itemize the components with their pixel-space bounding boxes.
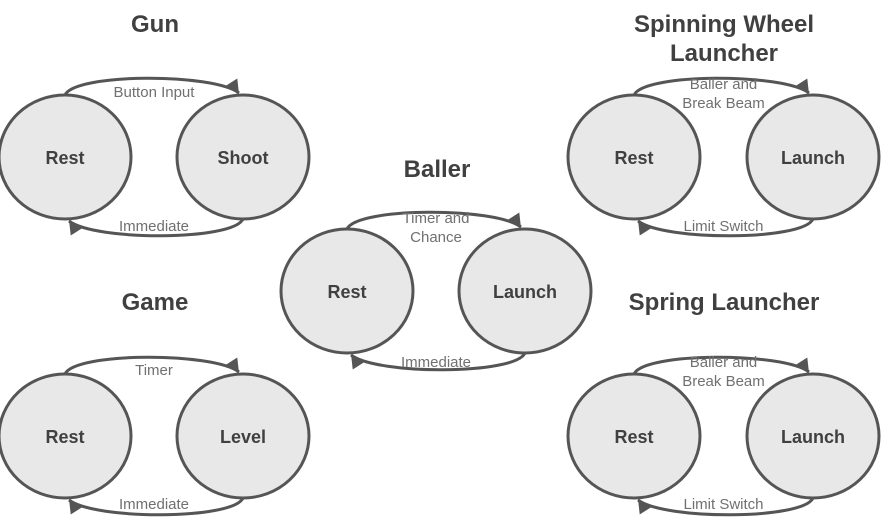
state-label: Rest <box>45 148 84 168</box>
state-label: Rest <box>614 427 653 447</box>
arrowhead-forward <box>225 357 239 373</box>
machine-title: Game <box>122 289 189 316</box>
transition-label-back: Immediate <box>401 354 471 371</box>
arrowhead-forward <box>795 357 809 373</box>
arrowhead-back <box>638 499 652 515</box>
arrowhead-back <box>69 499 83 515</box>
transition-label-back: Immediate <box>119 496 189 513</box>
state-label: Launch <box>493 282 557 302</box>
transition-label-forward: Button Input <box>114 84 196 101</box>
transition-label-forward: Baller and <box>690 76 758 93</box>
machine-title: Spring Launcher <box>629 289 820 316</box>
arrowhead-back <box>69 220 83 236</box>
transition-arrow-forward <box>632 76 810 96</box>
transition-label-back: Immediate <box>119 218 189 235</box>
state-label: Shoot <box>218 148 269 168</box>
transition-arrow-back <box>68 218 245 238</box>
transition-label-forward: Timer and <box>403 210 470 227</box>
state-node-left <box>566 372 702 500</box>
state-node-right <box>457 227 593 355</box>
state-node-right <box>175 372 311 500</box>
transition-label-forward: Break Beam <box>682 373 765 390</box>
arrowhead-back <box>638 220 652 236</box>
machine-title: Baller <box>404 156 471 183</box>
transition-label-forward: Timer <box>135 362 173 379</box>
state-label: Rest <box>45 427 84 447</box>
arrowhead-forward <box>225 78 239 94</box>
state-node-right <box>745 372 881 500</box>
arrowhead-forward <box>507 212 521 228</box>
machine-title: Spinning Wheel <box>634 11 814 38</box>
machine-title: Gun <box>131 11 179 38</box>
transition-arrow-back <box>68 497 245 517</box>
state-label: Launch <box>781 148 845 168</box>
state-node-left <box>566 93 702 221</box>
state-label: Rest <box>614 148 653 168</box>
transition-arrow-forward <box>632 355 810 375</box>
state-label: Launch <box>781 427 845 447</box>
state-node-left <box>0 372 133 500</box>
state-node-left <box>279 227 415 355</box>
state-node-left <box>0 93 133 221</box>
state-label: Level <box>220 427 266 447</box>
transition-label-back: Limit Switch <box>683 496 763 513</box>
arrowhead-back <box>351 354 365 370</box>
state-node-right <box>745 93 881 221</box>
transition-arrow-forward <box>63 355 240 375</box>
transition-arrow-forward <box>63 76 240 96</box>
arrowhead-forward <box>795 78 809 94</box>
transition-arrow-back <box>350 352 527 372</box>
transition-label-forward: Break Beam <box>682 95 765 112</box>
transition-label-forward: Chance <box>410 229 462 246</box>
state-label: Rest <box>327 282 366 302</box>
transition-label-forward: Baller and <box>690 354 758 371</box>
transition-label-back: Limit Switch <box>683 218 763 235</box>
state-node-right <box>175 93 311 221</box>
machine-title: Launcher <box>670 40 778 67</box>
transition-arrow-back <box>637 218 815 238</box>
transition-arrow-forward <box>345 210 522 230</box>
transition-arrow-back <box>637 497 815 517</box>
